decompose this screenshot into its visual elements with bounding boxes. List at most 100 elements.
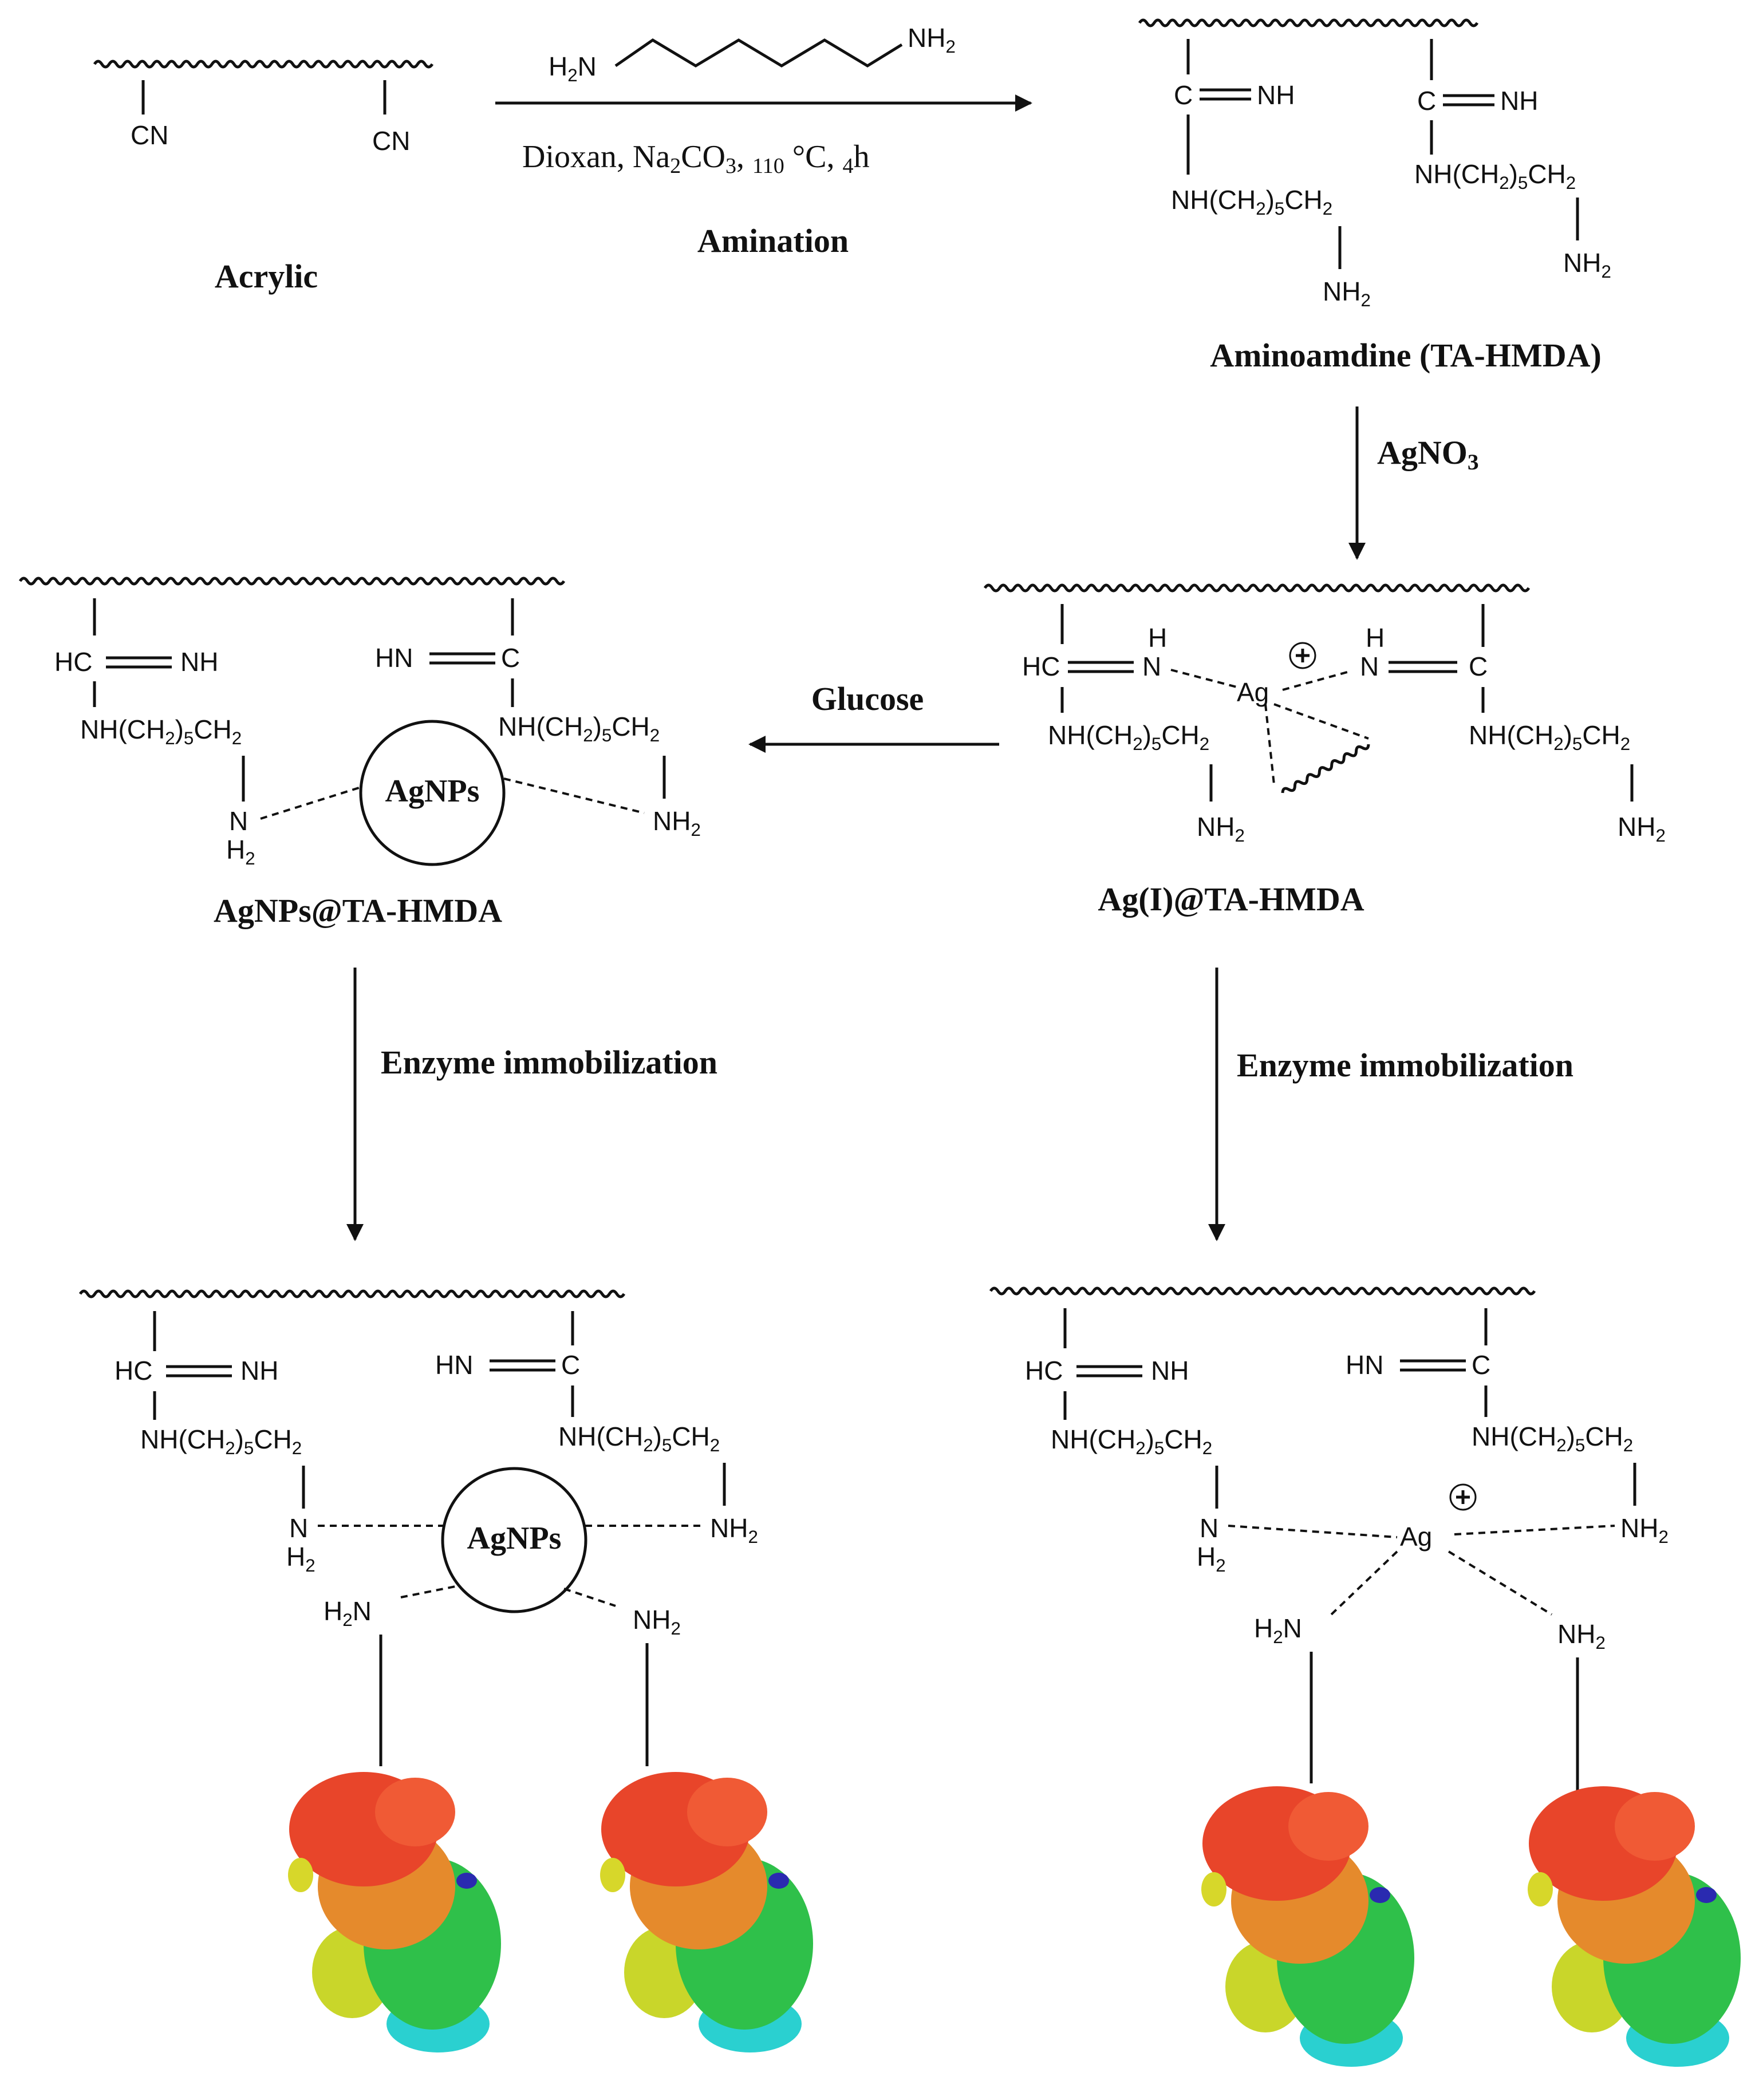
bonds-and-arrows bbox=[18, 18, 1636, 1798]
agnps-chain-1: NH(CH2)5CH2 bbox=[80, 715, 242, 748]
br-n: N bbox=[1200, 1513, 1218, 1543]
agnps-hc: HC bbox=[54, 647, 92, 677]
br-chain-2: NH(CH2)5CH2 bbox=[1472, 1422, 1633, 1455]
agI-h-2: H bbox=[1366, 623, 1385, 653]
bl-c: C bbox=[561, 1350, 580, 1380]
agI-h-1: H bbox=[1148, 623, 1167, 653]
agI-plus bbox=[1289, 642, 1316, 669]
agnps-nh: NH bbox=[180, 647, 218, 677]
agnps-coord-2 bbox=[503, 777, 645, 814]
br-backbone bbox=[989, 1286, 1536, 1296]
acrylic-label: Acrylic bbox=[215, 258, 318, 295]
br-nh2-1: NH2 bbox=[1620, 1513, 1669, 1547]
bl-coord-4 bbox=[563, 1588, 616, 1607]
br-coord-2 bbox=[1454, 1525, 1615, 1535]
br-c: C bbox=[1472, 1350, 1490, 1380]
agnps-hn: HN bbox=[375, 643, 413, 673]
bl-nh: NH bbox=[240, 1356, 278, 1385]
agnps-n: N bbox=[229, 806, 248, 836]
agI-chain-2: NH(CH2)5CH2 bbox=[1469, 720, 1630, 754]
enzyme-3 bbox=[1201, 1786, 1414, 2067]
enzyme-label-right: Enzyme immobilization bbox=[1237, 1047, 1573, 1084]
bl-nh2-1: NH2 bbox=[710, 1513, 758, 1547]
br-ag: Ag bbox=[1400, 1522, 1432, 1552]
agno3-label: AgNO3 bbox=[1377, 434, 1479, 475]
enzyme-2 bbox=[600, 1772, 813, 2052]
agI-coord-3 bbox=[1264, 704, 1275, 785]
taHMDA-nh2-1: NH2 bbox=[1323, 277, 1371, 310]
agnps-c: C bbox=[501, 643, 520, 673]
agI-hc: HC bbox=[1022, 652, 1060, 681]
enzymes bbox=[288, 1772, 1741, 2067]
acrylic-cn-1: CN bbox=[131, 120, 168, 150]
br-chain-1: NH(CH2)5CH2 bbox=[1051, 1424, 1212, 1458]
bl-chain-2: NH(CH2)5CH2 bbox=[558, 1422, 720, 1455]
amination-conditions: Dioxan, Na2CO3, 110 °C, 4h bbox=[522, 139, 870, 178]
taHMDA-c-2: C bbox=[1417, 86, 1436, 116]
acrylic-backbone bbox=[93, 60, 434, 69]
br-plus bbox=[1449, 1483, 1477, 1511]
agnps-nh2: NH2 bbox=[653, 806, 701, 840]
agnps-h2: H2 bbox=[226, 835, 255, 869]
agnps-particle bbox=[359, 720, 506, 866]
agnps-label: AgNPs@TA-HMDA bbox=[214, 892, 502, 929]
taHMDA-nh-2: NH bbox=[1500, 86, 1538, 116]
amination-label: Amination bbox=[697, 222, 849, 259]
agnps-chain-2: NH(CH2)5CH2 bbox=[498, 712, 660, 745]
reagent-h2n: H2N bbox=[549, 52, 597, 85]
agI-nh2-1: NH2 bbox=[1197, 812, 1245, 846]
agI-coord-2 bbox=[1282, 670, 1352, 691]
enzyme-4 bbox=[1528, 1786, 1741, 2067]
agnps-backbone bbox=[18, 577, 566, 586]
acrylic-cn-2: CN bbox=[372, 126, 410, 156]
agI-chain-1: NH(CH2)5CH2 bbox=[1048, 720, 1209, 754]
agI-nh2-2: NH2 bbox=[1618, 812, 1666, 846]
bl-h2n: H2N bbox=[324, 1596, 372, 1630]
bl-hc: HC bbox=[115, 1356, 152, 1385]
br-h2n: H2N bbox=[1254, 1613, 1302, 1647]
taHMDA-chain-1: NH(CH2)5CH2 bbox=[1171, 185, 1332, 219]
br-coord-1 bbox=[1228, 1525, 1398, 1538]
bl-nh2-2: NH2 bbox=[633, 1605, 681, 1639]
bl-hn: HN bbox=[435, 1350, 473, 1380]
taHMDA-nh-1: NH bbox=[1257, 80, 1295, 110]
agI-coord-4 bbox=[1273, 703, 1369, 740]
agI-c: C bbox=[1469, 652, 1488, 681]
agI-ag: Ag bbox=[1237, 677, 1269, 707]
enzyme-1 bbox=[288, 1772, 501, 2052]
agI-backbone bbox=[983, 583, 1531, 593]
br-nh2-2: NH2 bbox=[1557, 1619, 1606, 1653]
bl-h2: H2 bbox=[286, 1542, 315, 1576]
bl-chain-1: NH(CH2)5CH2 bbox=[140, 1424, 302, 1458]
br-hc: HC bbox=[1025, 1356, 1063, 1385]
bl-n: N bbox=[289, 1513, 308, 1543]
agI-n-1: N bbox=[1142, 652, 1161, 681]
taHMDA-nh2-2: NH2 bbox=[1563, 248, 1611, 282]
taHMDA-c-1: C bbox=[1174, 80, 1193, 110]
glucose-label: Glucose bbox=[811, 680, 924, 717]
taHMDA-label: Aminoamdine (TA-HMDA) bbox=[1210, 337, 1602, 374]
bl-backbone bbox=[78, 1289, 626, 1298]
agI-coord-1 bbox=[1170, 669, 1237, 688]
br-nh: NH bbox=[1151, 1356, 1189, 1385]
taHMDA-backbone bbox=[1138, 18, 1479, 27]
agnps-particle-label: AgNPs bbox=[385, 773, 480, 809]
enzyme-label-left: Enzyme immobilization bbox=[381, 1044, 717, 1081]
agnps-coord-1 bbox=[260, 786, 361, 820]
agI-backbone-loop bbox=[1281, 744, 1370, 794]
agI-label: Ag(I)@TA-HMDA bbox=[1098, 881, 1364, 918]
reagent-nh2: NH2 bbox=[908, 23, 956, 57]
agI-n-2: N bbox=[1360, 652, 1379, 681]
br-h2: H2 bbox=[1197, 1542, 1226, 1576]
br-coord-4 bbox=[1448, 1550, 1553, 1616]
bl-particle bbox=[441, 1467, 587, 1613]
bl-coord-3 bbox=[400, 1585, 459, 1598]
bl-particle-label: AgNPs bbox=[467, 1521, 562, 1556]
reagent-hexyl-chain bbox=[614, 38, 903, 68]
br-hn: HN bbox=[1346, 1350, 1383, 1380]
taHMDA-chain-2: NH(CH2)5CH2 bbox=[1414, 159, 1576, 193]
br-coord-3 bbox=[1330, 1550, 1398, 1616]
